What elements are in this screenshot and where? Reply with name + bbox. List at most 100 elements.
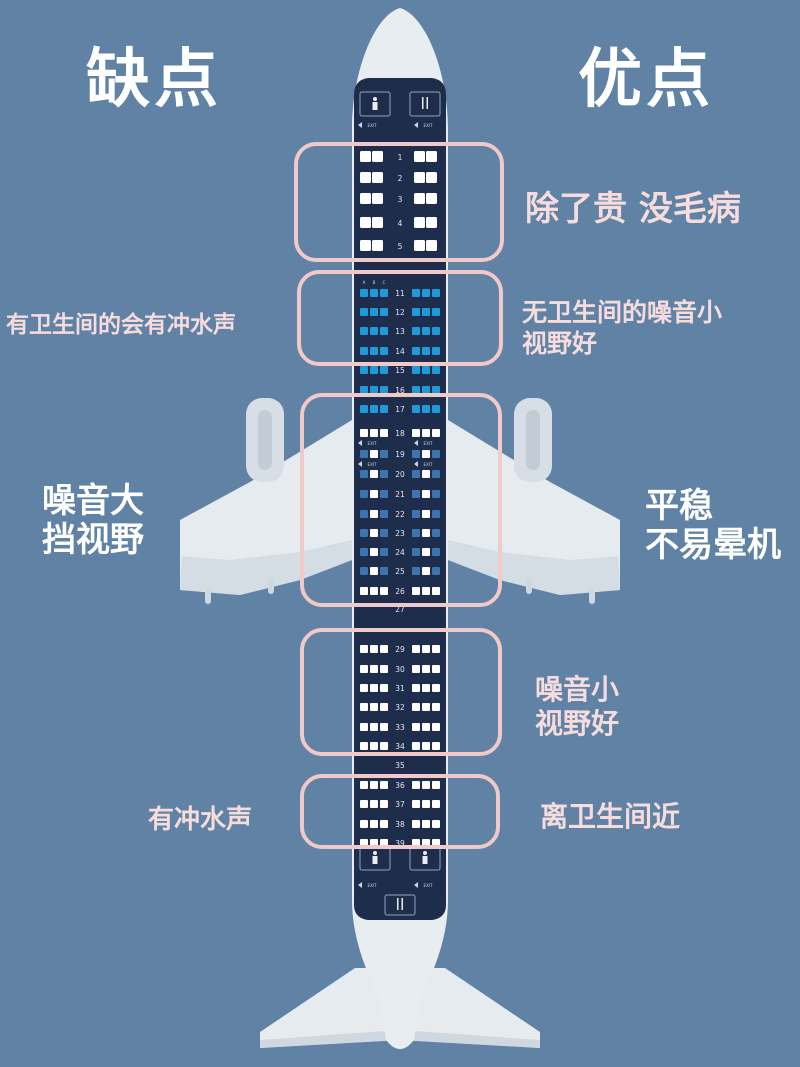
seat-row-18-left-3[interactable] bbox=[380, 429, 388, 437]
seat-row-15-left-3[interactable] bbox=[380, 366, 388, 374]
seat-row-38-right-1[interactable] bbox=[412, 820, 420, 828]
seat-row-11-left-2[interactable] bbox=[370, 289, 378, 297]
seat-row-32-left-2[interactable] bbox=[370, 703, 378, 711]
seat-row-15-right-1[interactable] bbox=[412, 366, 420, 374]
seat-row-19-right-2[interactable] bbox=[422, 450, 430, 458]
seat-row-23-left-1[interactable] bbox=[360, 529, 368, 537]
seat-row-16-right-1[interactable] bbox=[412, 386, 420, 394]
seat-row-29-left-2[interactable] bbox=[370, 645, 378, 653]
seat-row-22-right-1[interactable] bbox=[412, 510, 420, 518]
seat-row-38-left-1[interactable] bbox=[360, 820, 368, 828]
seat-row-22-right-2[interactable] bbox=[422, 510, 430, 518]
seat-row-24-left-2[interactable] bbox=[370, 548, 378, 556]
seat-row-37-left-2[interactable] bbox=[370, 800, 378, 808]
seat-row-12-right-2[interactable] bbox=[422, 308, 430, 316]
seat-row-16-right-2[interactable] bbox=[422, 386, 430, 394]
seat-row-15-right-2[interactable] bbox=[422, 366, 430, 374]
seat-row-5-right-2[interactable] bbox=[426, 240, 437, 251]
seat-row-38-right-2[interactable] bbox=[422, 820, 430, 828]
seat-row-21-left-3[interactable] bbox=[380, 490, 388, 498]
seat-row-4-right-1[interactable] bbox=[414, 217, 425, 228]
seat-row-26-right-1[interactable] bbox=[412, 587, 420, 595]
seat-row-25-left-1[interactable] bbox=[360, 567, 368, 575]
seat-row-3-right-1[interactable] bbox=[414, 193, 425, 204]
seat-row-20-left-1[interactable] bbox=[360, 470, 368, 478]
seat-row-22-left-3[interactable] bbox=[380, 510, 388, 518]
seat-row-15-right-3[interactable] bbox=[432, 366, 440, 374]
seat-row-5-left-2[interactable] bbox=[372, 240, 383, 251]
seat-row-14-right-2[interactable] bbox=[422, 347, 430, 355]
seat-row-3-left-1[interactable] bbox=[360, 193, 371, 204]
seat-row-21-left-1[interactable] bbox=[360, 490, 368, 498]
seat-row-11-right-1[interactable] bbox=[412, 289, 420, 297]
seat-row-36-right-2[interactable] bbox=[422, 781, 430, 789]
seat-row-1-right-1[interactable] bbox=[414, 151, 425, 162]
seat-row-18-right-3[interactable] bbox=[432, 429, 440, 437]
seat-row-18-left-2[interactable] bbox=[370, 429, 378, 437]
seat-row-4-left-1[interactable] bbox=[360, 217, 371, 228]
seat-row-2-right-2[interactable] bbox=[426, 172, 437, 183]
seat-row-2-right-1[interactable] bbox=[414, 172, 425, 183]
seat-row-3-right-2[interactable] bbox=[426, 193, 437, 204]
seat-row-30-right-2[interactable] bbox=[422, 665, 430, 673]
seat-row-17-right-3[interactable] bbox=[432, 405, 440, 413]
seat-row-3-left-2[interactable] bbox=[372, 193, 383, 204]
seat-row-32-right-3[interactable] bbox=[432, 703, 440, 711]
seat-row-11-left-1[interactable] bbox=[360, 289, 368, 297]
seat-row-5-left-1[interactable] bbox=[360, 240, 371, 251]
seat-row-12-right-3[interactable] bbox=[432, 308, 440, 316]
seat-row-12-left-3[interactable] bbox=[380, 308, 388, 316]
seat-row-25-right-1[interactable] bbox=[412, 567, 420, 575]
seat-row-36-left-3[interactable] bbox=[380, 781, 388, 789]
seat-row-18-left-1[interactable] bbox=[360, 429, 368, 437]
seat-row-19-left-3[interactable] bbox=[380, 450, 388, 458]
seat-row-29-left-1[interactable] bbox=[360, 645, 368, 653]
seat-row-23-left-2[interactable] bbox=[370, 529, 378, 537]
seat-row-18-right-2[interactable] bbox=[422, 429, 430, 437]
seat-row-16-right-3[interactable] bbox=[432, 386, 440, 394]
seat-row-24-left-1[interactable] bbox=[360, 548, 368, 556]
seat-row-34-right-1[interactable] bbox=[412, 742, 420, 750]
seat-row-25-left-2[interactable] bbox=[370, 567, 378, 575]
seat-row-20-right-2[interactable] bbox=[422, 470, 430, 478]
seat-row-2-left-1[interactable] bbox=[360, 172, 371, 183]
seat-row-26-right-2[interactable] bbox=[422, 587, 430, 595]
seat-row-30-right-1[interactable] bbox=[412, 665, 420, 673]
seat-row-36-left-1[interactable] bbox=[360, 781, 368, 789]
seat-row-24-right-3[interactable] bbox=[432, 548, 440, 556]
seat-row-29-right-1[interactable] bbox=[412, 645, 420, 653]
seat-row-22-right-3[interactable] bbox=[432, 510, 440, 518]
seat-row-29-left-3[interactable] bbox=[380, 645, 388, 653]
seat-row-29-right-3[interactable] bbox=[432, 645, 440, 653]
seat-row-1-right-2[interactable] bbox=[426, 151, 437, 162]
seat-row-12-left-2[interactable] bbox=[370, 308, 378, 316]
seat-row-31-left-2[interactable] bbox=[370, 684, 378, 692]
seat-row-37-left-3[interactable] bbox=[380, 800, 388, 808]
seat-row-14-left-3[interactable] bbox=[380, 347, 388, 355]
seat-row-25-right-3[interactable] bbox=[432, 567, 440, 575]
seat-row-34-left-3[interactable] bbox=[380, 742, 388, 750]
seat-row-36-right-1[interactable] bbox=[412, 781, 420, 789]
seat-row-37-right-2[interactable] bbox=[422, 800, 430, 808]
seat-row-2-left-2[interactable] bbox=[372, 172, 383, 183]
seat-row-33-left-1[interactable] bbox=[360, 723, 368, 731]
seat-row-11-right-3[interactable] bbox=[432, 289, 440, 297]
seat-row-13-right-3[interactable] bbox=[432, 327, 440, 335]
seat-row-22-left-1[interactable] bbox=[360, 510, 368, 518]
seat-row-20-left-2[interactable] bbox=[370, 470, 378, 478]
seat-row-16-left-1[interactable] bbox=[360, 386, 368, 394]
seat-row-1-left-1[interactable] bbox=[360, 151, 371, 162]
seat-row-30-left-3[interactable] bbox=[380, 665, 388, 673]
seat-row-17-left-3[interactable] bbox=[380, 405, 388, 413]
seat-row-24-left-3[interactable] bbox=[380, 548, 388, 556]
seat-row-22-left-2[interactable] bbox=[370, 510, 378, 518]
seat-row-14-left-1[interactable] bbox=[360, 347, 368, 355]
seat-row-29-right-2[interactable] bbox=[422, 645, 430, 653]
seat-row-26-left-1[interactable] bbox=[360, 587, 368, 595]
seat-row-25-left-3[interactable] bbox=[380, 567, 388, 575]
seat-row-17-right-1[interactable] bbox=[412, 405, 420, 413]
seat-row-26-left-3[interactable] bbox=[380, 587, 388, 595]
seat-row-26-right-3[interactable] bbox=[432, 587, 440, 595]
seat-row-33-right-1[interactable] bbox=[412, 723, 420, 731]
seat-row-14-right-1[interactable] bbox=[412, 347, 420, 355]
